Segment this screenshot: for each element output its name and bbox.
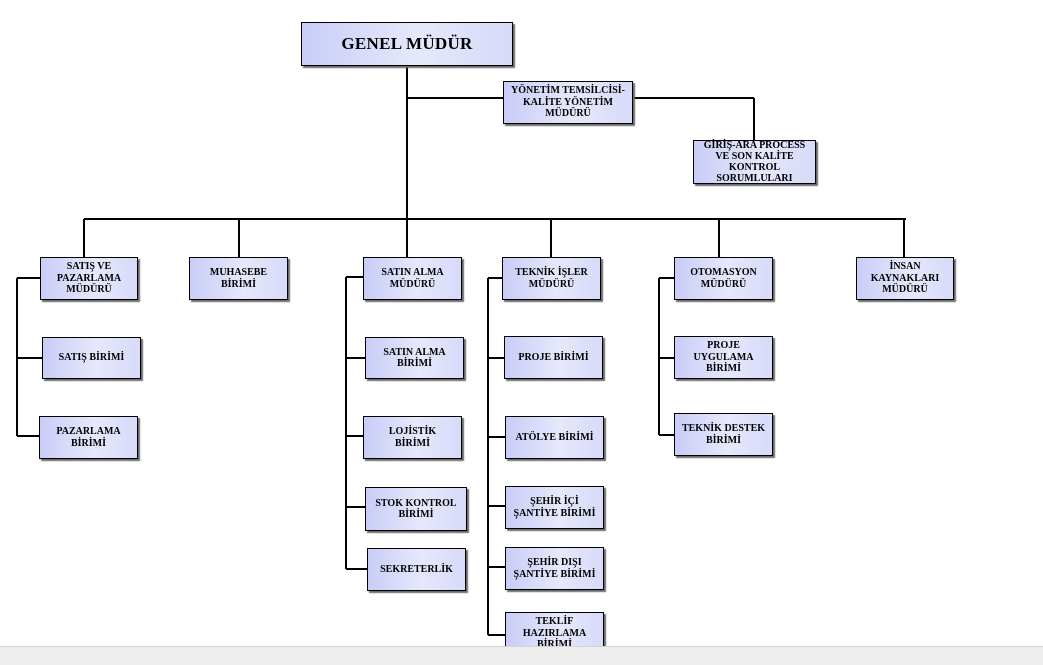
logistics-unit-label: LOJİSTİK BİRİMİ (388, 426, 437, 449)
horizontal-scrollbar[interactable] (0, 646, 1043, 665)
technical-support-unit-label: TEKNİK DESTEK BİRİMİ (681, 423, 766, 446)
quality-manager-box: YÖNETİM TEMSİLCİSİ- KALİTE YÖNETİM MÜDÜR… (503, 81, 633, 124)
project-implementation-unit-label: PROJE UYGULAMA BİRİMİ (693, 340, 754, 375)
project-unit-box: PROJE BİRİMİ (504, 336, 603, 379)
automation-manager-box: OTOMASYON MÜDÜRÜ (674, 257, 773, 300)
technical-manager-box: TEKNİK İŞLER MÜDÜRÜ (502, 257, 601, 300)
purchasing-manager-label: SATIN ALMA MÜDÜRÜ (381, 267, 444, 290)
technical-support-unit-box: TEKNİK DESTEK BİRİMİ (674, 413, 773, 456)
sales-unit-label: SATIŞ BİRİMİ (58, 352, 125, 364)
logistics-unit-box: LOJİSTİK BİRİMİ (363, 416, 462, 459)
project-implementation-unit-box: PROJE UYGULAMA BİRİMİ (674, 336, 773, 379)
workshop-unit-box: ATÖLYE BİRİMİ (505, 416, 604, 459)
general-manager-label: GENEL MÜDÜR (341, 34, 473, 53)
accounting-box: MUHASEBE BİRİMİ (189, 257, 288, 300)
purchasing-unit-box: SATIN ALMA BİRİMİ (365, 337, 464, 379)
hr-manager-label: İNSAN KAYNAKLARI MÜDÜRÜ (870, 261, 940, 296)
accounting-label: MUHASEBE BİRİMİ (209, 267, 268, 290)
city-site-unit-box: ŞEHİR İÇİ ŞANTİYE BİRİMİ (505, 486, 604, 529)
general-manager-box: GENEL MÜDÜR (301, 22, 513, 66)
project-unit-label: PROJE BİRİMİ (518, 351, 589, 363)
technical-manager-label: TEKNİK İŞLER MÜDÜRÜ (515, 267, 588, 290)
city-site-unit-label: ŞEHİR İÇİ ŞANTİYE BİRİMİ (513, 496, 596, 519)
sales-manager-box: SATIŞ VE PAZARLAMA MÜDÜRÜ (40, 257, 138, 300)
quality-control-label: GİRİŞ-ARA PROCESS VE SON KALİTE KONTROL … (703, 140, 806, 184)
marketing-unit-label: PAZARLAMA BİRİMİ (56, 426, 121, 449)
stock-control-unit-label: STOK KONTROL BİRİMİ (375, 497, 457, 521)
automation-manager-label: OTOMASYON MÜDÜRÜ (690, 267, 757, 290)
stock-control-unit-box: STOK KONTROL BİRİMİ (365, 487, 467, 531)
marketing-unit-box: PAZARLAMA BİRİMİ (39, 416, 138, 459)
sales-manager-label: SATIŞ VE PAZARLAMA MÜDÜRÜ (56, 261, 122, 296)
out-of-city-site-unit-label: ŞEHİR DIŞI ŞANTİYE BİRİMİ (513, 557, 596, 580)
sales-unit-box: SATIŞ BİRİMİ (42, 337, 141, 379)
quotation-unit-label: TEKLİF HAZIRLAMA BİRİMİ (522, 616, 587, 651)
purchasing-manager-box: SATIN ALMA MÜDÜRÜ (363, 257, 462, 300)
quality-manager-label: YÖNETİM TEMSİLCİSİ- KALİTE YÖNETİM MÜDÜR… (510, 85, 625, 120)
out-of-city-site-unit-box: ŞEHİR DIŞI ŞANTİYE BİRİMİ (505, 547, 604, 590)
purchasing-unit-label: SATIN ALMA BİRİMİ (383, 346, 446, 370)
hr-manager-box: İNSAN KAYNAKLARI MÜDÜRÜ (856, 257, 954, 300)
quality-control-box: GİRİŞ-ARA PROCESS VE SON KALİTE KONTROL … (693, 140, 816, 184)
secretariat-label: SEKRETERLİK (380, 563, 453, 575)
secretariat-box: SEKRETERLİK (367, 548, 466, 591)
workshop-unit-label: ATÖLYE BİRİMİ (515, 431, 594, 443)
